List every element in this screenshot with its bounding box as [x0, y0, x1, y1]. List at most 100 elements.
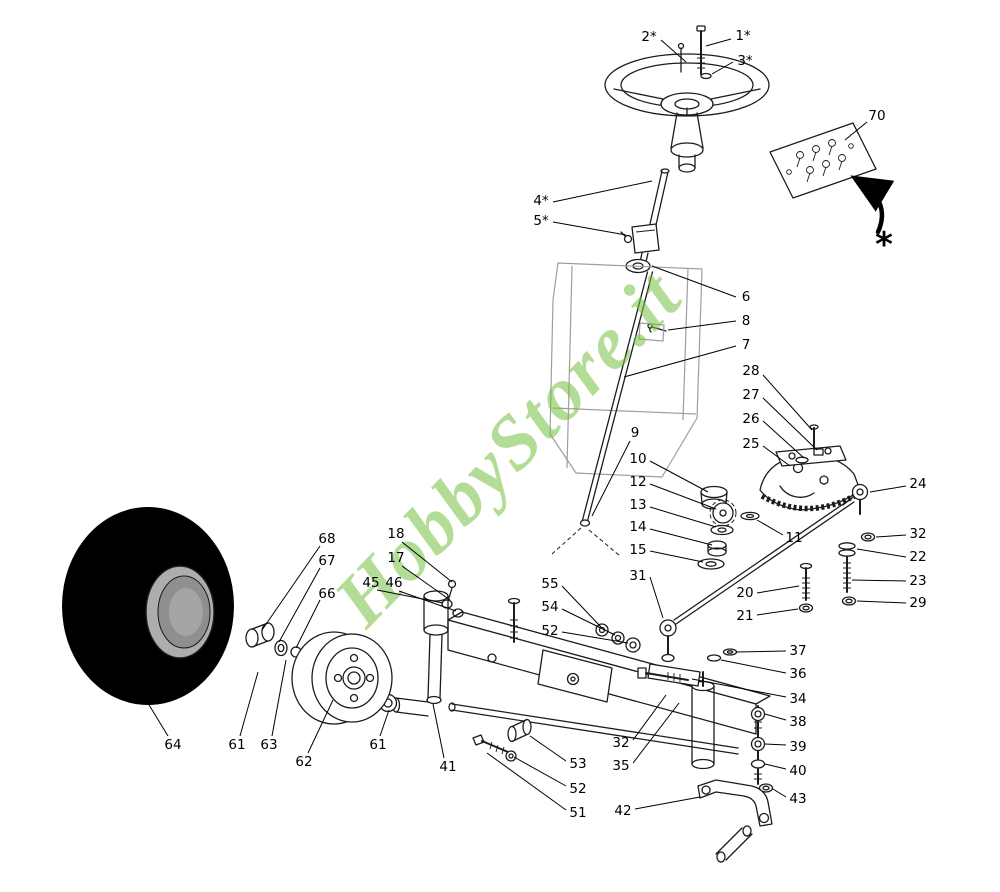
leader-line-17-35 — [401, 565, 451, 601]
part-label-10-14: 10 — [629, 451, 646, 467]
steering-arm-drawing — [697, 779, 773, 863]
steering-wheel-drawing — [604, 53, 770, 173]
callout-layer: 2*1*3*704*5*6872827262591012131415311124… — [145, 28, 927, 821]
leader-line-38-53 — [764, 713, 787, 721]
part-label-22-23: 22 — [909, 549, 926, 565]
leader-line-40-55 — [764, 763, 787, 770]
leader-line-4s-4 — [552, 180, 653, 203]
leader-line-1s-1 — [705, 38, 732, 47]
leader-line-63-40 — [271, 659, 287, 737]
leader-line-32-22 — [875, 534, 907, 538]
part-label-11-20: 11 — [785, 530, 802, 546]
leader-line-70-3 — [844, 121, 868, 141]
leader-line-24-21 — [869, 485, 907, 493]
part-label-55-28: 55 — [541, 576, 558, 592]
part-label-3s-2: 3* — [737, 53, 753, 69]
leader-line-62-41 — [307, 699, 334, 754]
part-label-43-56: 43 — [789, 791, 806, 807]
part-label-26-11: 26 — [742, 411, 759, 427]
leader-line-23-24 — [851, 579, 907, 582]
part-label-15-18: 15 — [629, 542, 646, 558]
leader-line-11-20 — [756, 519, 784, 536]
leader-line-61-39 — [239, 671, 259, 737]
part-label-63-40: 63 — [260, 737, 277, 753]
part-label-38-53: 38 — [789, 714, 806, 730]
part-label-32-48: 32 — [612, 735, 629, 751]
leader-line-68-31 — [261, 545, 321, 631]
part-label-s-57: * — [875, 225, 893, 265]
part-label-42-47: 42 — [614, 803, 631, 819]
part-label-52-30: 52 — [541, 623, 558, 639]
part-label-34-52: 34 — [789, 691, 806, 707]
leader-line-27-10 — [762, 397, 818, 451]
leader-line-9-13 — [591, 440, 631, 517]
leader-line-54-29 — [561, 608, 616, 636]
part-label-24-21: 24 — [909, 476, 926, 492]
leader-line-28-9 — [762, 374, 813, 431]
steering-shaft-drawing — [620, 168, 670, 333]
part-label-39-54: 39 — [789, 739, 806, 755]
leader-line-66-33 — [295, 599, 321, 649]
leader-line-7-8 — [623, 345, 737, 378]
part-label-20-26: 20 — [736, 585, 753, 601]
part-label-29-25: 29 — [909, 595, 926, 611]
wheel-fasteners-drawing — [677, 25, 712, 80]
leader-line-10-14 — [649, 460, 709, 493]
kit-pointer-arrow — [850, 175, 895, 235]
leader-line-32-48 — [632, 694, 667, 741]
leader-line-22-23 — [856, 548, 907, 558]
leader-line-52-45 — [513, 756, 567, 787]
right-fasteners-drawing — [798, 483, 876, 613]
part-label-67-32: 67 — [318, 553, 335, 569]
leader-line-46-37 — [398, 590, 457, 612]
rod-end-hardware-drawing — [637, 648, 738, 687]
wheel-rim-drawing — [291, 631, 393, 725]
part-label-51-46: 51 — [569, 805, 586, 821]
part-label-14-17: 14 — [629, 519, 646, 535]
leader-line-31-19 — [649, 576, 664, 619]
part-label-2s-0: 2* — [641, 29, 657, 45]
part-label-46-37: 46 — [385, 575, 402, 591]
leader-line-20-26 — [756, 585, 800, 594]
left-spindle-drawing — [378, 579, 464, 717]
part-label-66-33: 66 — [318, 586, 335, 602]
part-label-31-19: 31 — [629, 568, 646, 584]
part-label-6-6: 6 — [742, 289, 751, 305]
part-label-32-22: 32 — [909, 526, 926, 542]
leader-line-64-38 — [145, 699, 169, 737]
leader-line-5s-5 — [552, 221, 627, 236]
part-label-40-55: 40 — [789, 763, 806, 779]
pinion-stack-drawing — [697, 485, 737, 570]
part-label-37-50: 37 — [789, 643, 806, 659]
leader-line-37-50 — [735, 650, 787, 653]
part-label-35-49: 35 — [612, 758, 629, 774]
leader-line-14-17 — [649, 528, 713, 546]
part-label-53-44: 53 — [569, 756, 586, 772]
leader-line-18-34 — [401, 541, 453, 583]
leader-line-42-47 — [634, 796, 701, 810]
part-label-28-9: 28 — [742, 363, 759, 379]
part-label-70-3: 70 — [868, 108, 885, 124]
part-label-4s-4: 4* — [533, 193, 549, 209]
part-label-64-38: 64 — [164, 737, 181, 753]
leader-line-6-6 — [651, 265, 737, 298]
drag-link-drawing — [551, 271, 654, 557]
part-label-18-34: 18 — [387, 526, 404, 542]
leader-line-35-49 — [632, 702, 680, 764]
leader-line-2s-0 — [660, 39, 687, 63]
leader-line-43-56 — [772, 788, 787, 798]
leader-line-52-30 — [561, 631, 629, 644]
part-label-36-51: 36 — [789, 666, 806, 682]
leader-line-13-16 — [649, 506, 717, 528]
part-label-61-42: 61 — [369, 737, 386, 753]
part-label-23-24: 23 — [909, 573, 926, 589]
part-label-1s-1: 1* — [735, 28, 751, 44]
hardware-kit-drawing — [769, 122, 877, 199]
part-label-68-31: 68 — [318, 531, 335, 547]
leader-line-15-18 — [649, 550, 704, 563]
tie-rod-drawing — [659, 497, 855, 663]
part-label-54-29: 54 — [541, 599, 558, 615]
right-spindle-drawing — [691, 671, 774, 793]
part-label-61-39: 61 — [228, 737, 245, 753]
